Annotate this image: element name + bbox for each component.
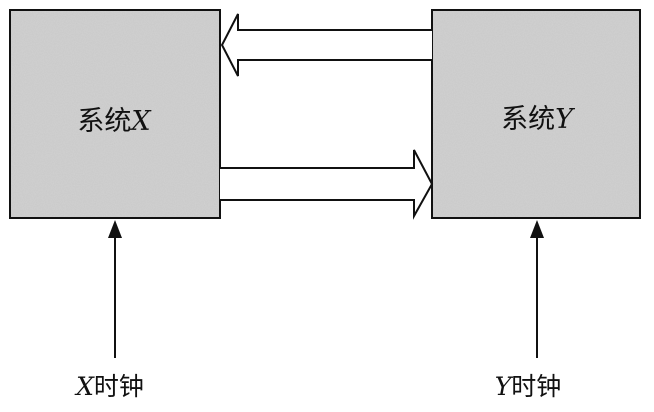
- clock-x-arrow: [108, 220, 122, 358]
- system-x-box: 系统X: [9, 9, 221, 219]
- system-y-prefix: 系统: [501, 104, 555, 135]
- clock-x-label: X时钟: [74, 372, 144, 401]
- clock-y-var: Y: [495, 372, 514, 401]
- system-y-box: 系统Y: [431, 9, 641, 219]
- system-x-prefix: 系统: [77, 106, 131, 137]
- system-y-var: Y: [555, 104, 575, 135]
- system-y-label: 系统Y: [501, 104, 575, 135]
- bus-arrow-x-to-y: [220, 149, 434, 220]
- clock-y-arrow: [530, 220, 544, 358]
- system-x-var: X: [129, 106, 152, 137]
- system-x-label: 系统X: [77, 106, 152, 137]
- bus-arrow-y-to-x: [220, 13, 432, 77]
- clock-x-var: X: [74, 372, 95, 401]
- clock-y-suffix: 时钟: [511, 372, 561, 401]
- clock-x-suffix: 时钟: [94, 372, 144, 401]
- clock-y-label: Y时钟: [495, 372, 562, 401]
